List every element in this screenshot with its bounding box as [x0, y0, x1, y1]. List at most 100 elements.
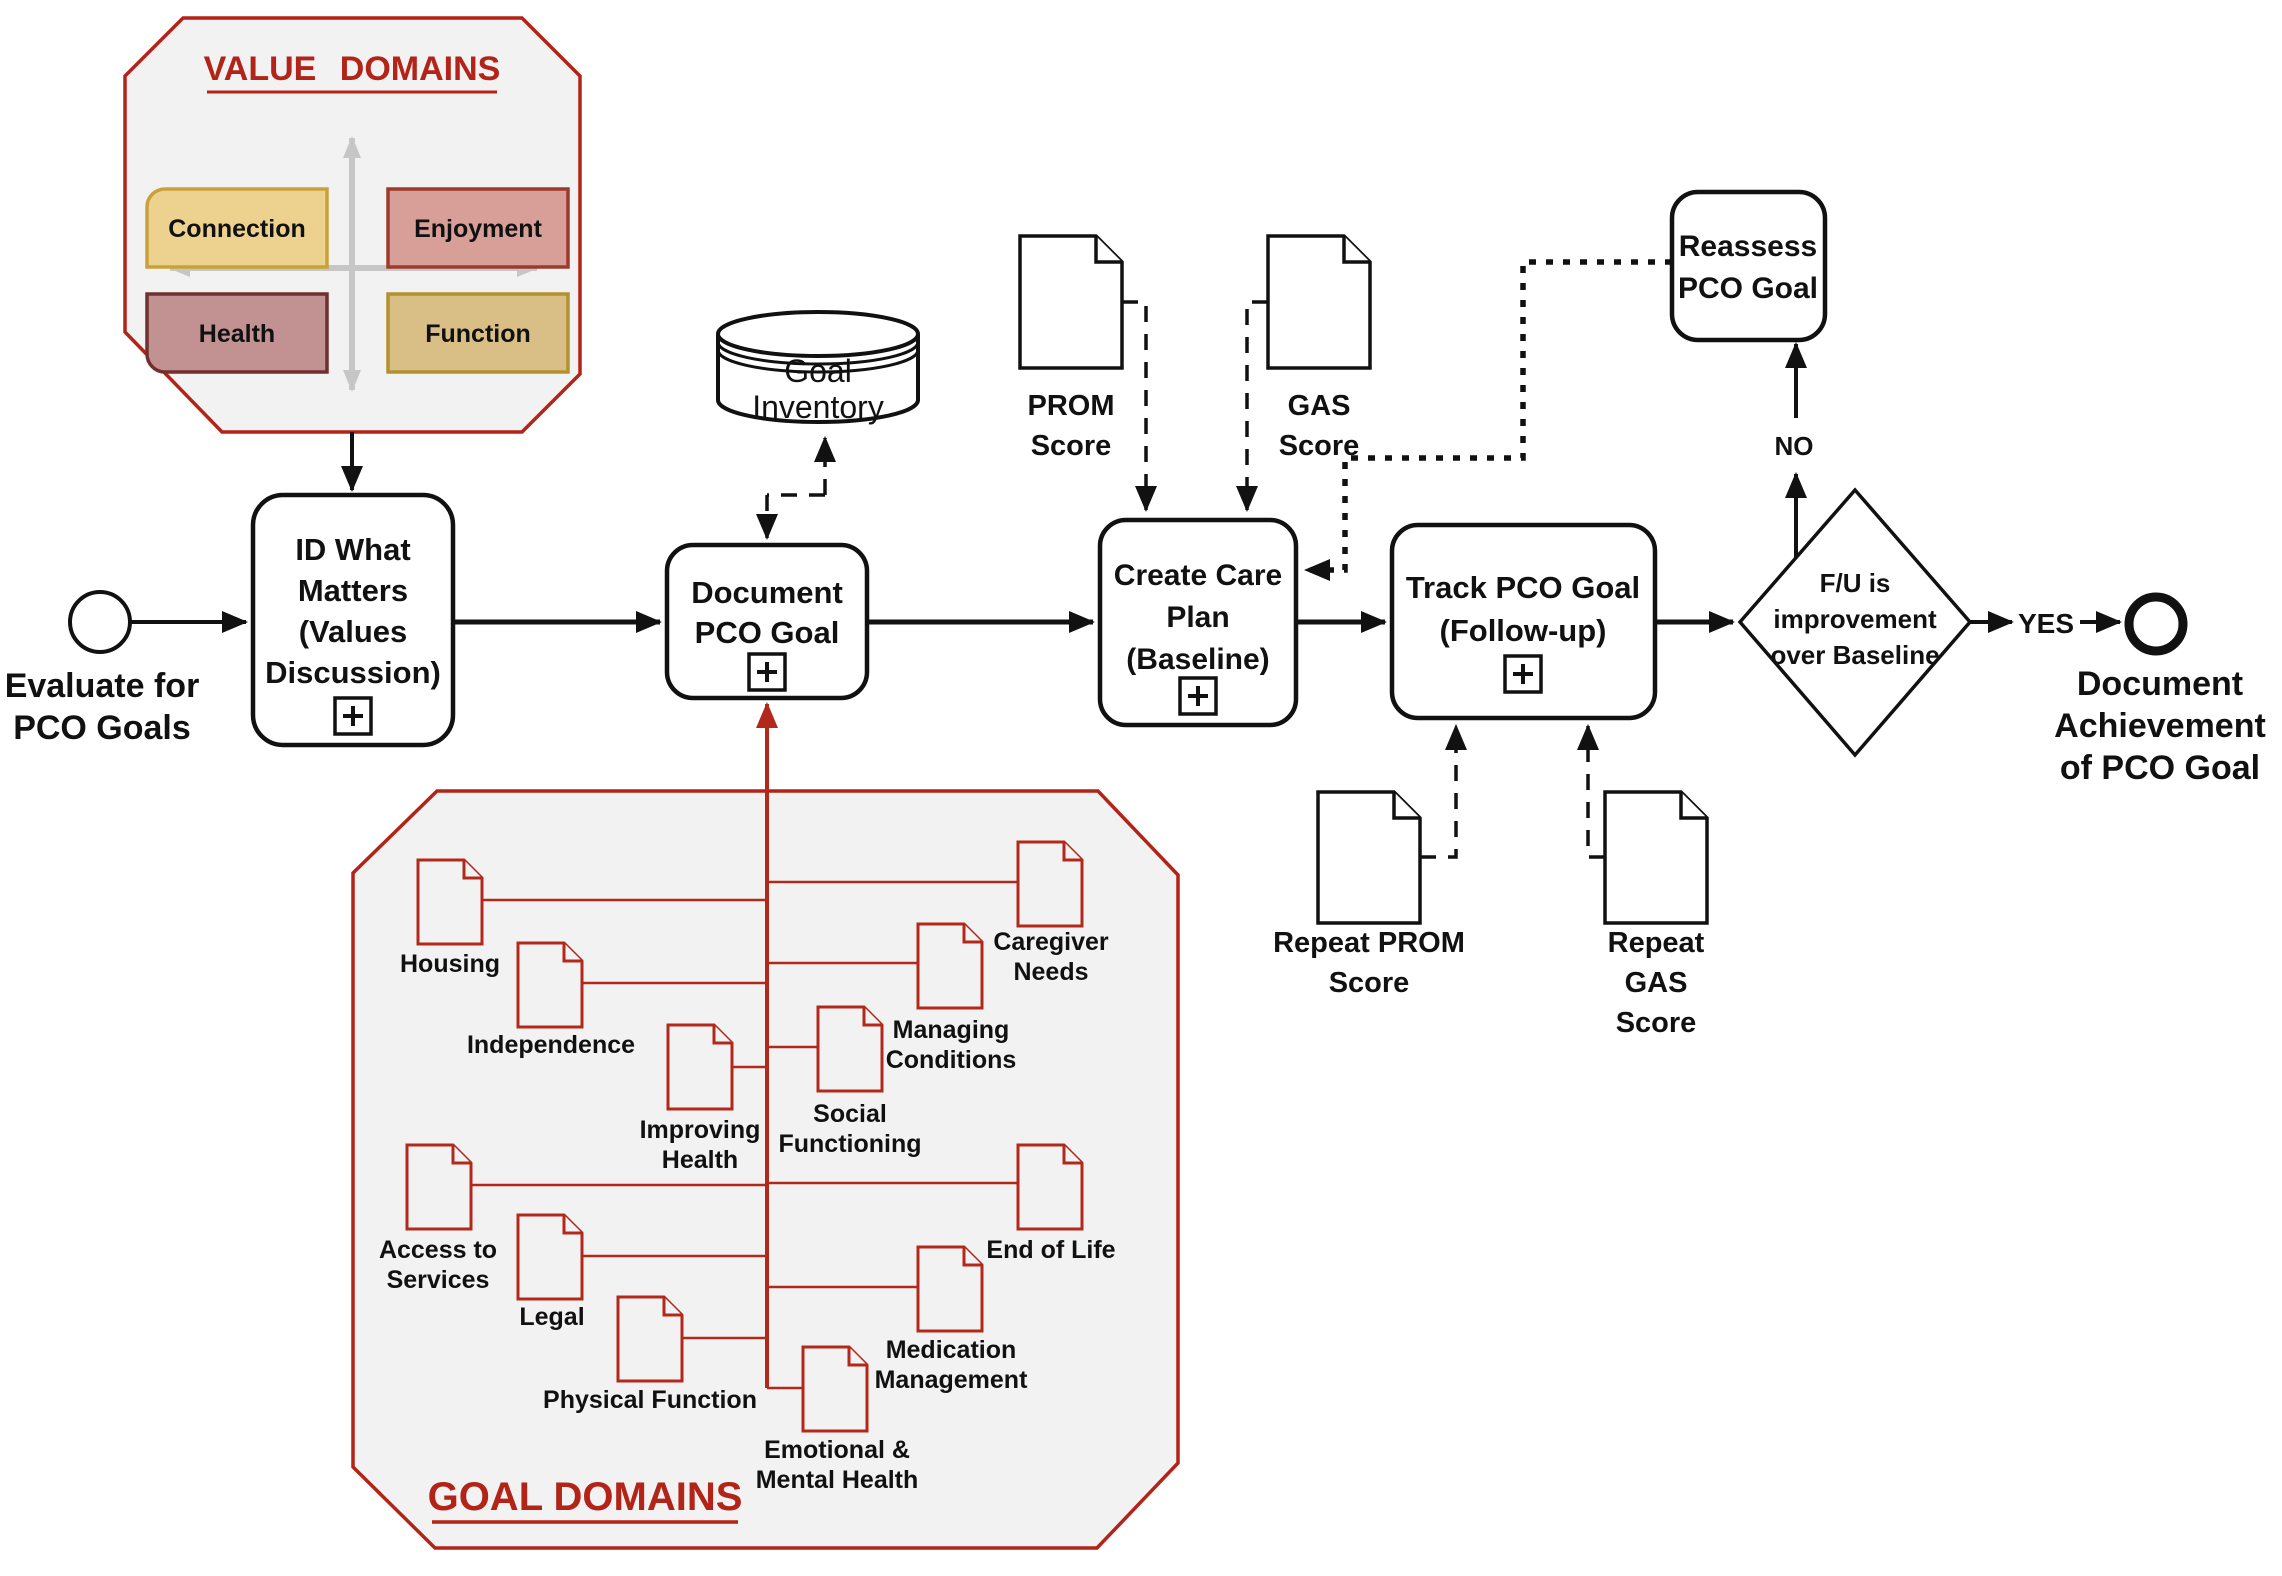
goal-doc-medication-management-label2: Management — [875, 1366, 1028, 1394]
goal-doc-medication-management-label: Medication — [886, 1336, 1017, 1364]
quadrant-connection: Connection — [145, 187, 329, 269]
task-reassess-pco-goal: Reassess PCO Goal — [1669, 189, 1828, 343]
repeat-gas-label-line3: Score — [1616, 1007, 1697, 1039]
task-document-pco-goal-line2: PCO Goal — [695, 615, 840, 650]
goal-doc-legal-label: Legal — [519, 1303, 584, 1331]
task-create-care-plan-line2: Plan — [1166, 601, 1229, 634]
quadrant-health: Health — [145, 292, 329, 374]
goal-doc-housing: Housing — [400, 858, 500, 978]
document-icon-prom-score: PROM Score — [1018, 234, 1124, 462]
document-icon-repeat-prom-score: Repeat PROM Score — [1273, 790, 1465, 999]
goal-doc-managing-conditions-label: Managing — [893, 1016, 1010, 1044]
goal-doc-access-to-services-label2: Services — [387, 1266, 490, 1294]
goal-doc-emotional-mental-health: Emotional & Mental Health — [756, 1345, 919, 1494]
dashed-repeatgas-to-track — [1577, 724, 1605, 859]
prom-score-label-line2: Score — [1031, 430, 1112, 462]
document-icon-repeat-gas-score: Repeat GAS Score — [1603, 790, 1709, 1039]
quadrant-connection-label: Connection — [168, 215, 306, 243]
gateway-improvement-decision: F/U is improvement over Baseline NO YES — [1737, 431, 2074, 758]
start-event: Evaluate for PCO Goals — [5, 590, 200, 747]
gas-score-label-line2: Score — [1279, 430, 1360, 462]
datastore-goal-inventory: Goal Inventory — [716, 310, 920, 425]
gas-score-label-line1: GAS — [1288, 390, 1351, 422]
gateway-label-line2: improvement — [1773, 604, 1937, 634]
goal-doc-caregiver-needs-label: Caregiver — [993, 928, 1109, 956]
goal-domains-panel: Housing Independence Improving Health So… — [351, 702, 1180, 1550]
task-reassess-pco-goal-line1: Reassess — [1679, 230, 1817, 263]
gateway-diamond — [1737, 487, 1973, 758]
goal-doc-physical-function-label: Physical Function — [543, 1386, 757, 1414]
quadrant-enjoyment-label: Enjoyment — [414, 215, 542, 243]
value-domains-panel: VALUE DOMAINS Connection Enjoyment Healt… — [123, 16, 582, 434]
task-id-what-matters-line1: ID What — [295, 532, 410, 567]
goal-doc-emotional-mental-health-label: Emotional & — [764, 1436, 910, 1464]
start-event-label-line1: Evaluate for — [5, 667, 200, 705]
task-track-pco-goal: Track PCO Goal (Follow-up) — [1389, 522, 1658, 721]
dashed-gas-to-createcareplan — [1236, 300, 1268, 512]
end-event-circle — [2124, 592, 2188, 656]
quadrant-health-label: Health — [199, 320, 275, 348]
start-event-label-line2: PCO Goals — [13, 709, 191, 747]
document-icon-gas-score: GAS Score — [1266, 234, 1372, 462]
datastore-label-line1: Goal — [784, 353, 852, 389]
quadrant-enjoyment: Enjoyment — [386, 187, 570, 269]
datastore-label-line2: Inventory — [752, 389, 884, 425]
repeat-prom-label-line2: Score — [1329, 967, 1410, 999]
task-reassess-pco-goal-line2: PCO Goal — [1678, 272, 1818, 305]
subprocess-plus-icon — [1503, 654, 1543, 694]
dotted-reassess-to-createcareplan — [1304, 259, 1672, 581]
goal-doc-improving-health: Improving Health — [640, 1023, 761, 1174]
gateway-label-line1: F/U is — [1820, 568, 1891, 598]
goal-doc-legal: Legal — [516, 1213, 585, 1331]
repeat-prom-label-line1: Repeat PROM — [1273, 927, 1465, 959]
goal-domains-title: GOAL DOMAINS — [428, 1475, 743, 1519]
goal-doc-independence: Independence — [467, 941, 635, 1059]
goal-doc-end-of-life: End of Life — [986, 1143, 1116, 1264]
task-id-what-matters-line2: Matters — [298, 573, 408, 608]
goal-doc-access-to-services-label: Access to — [379, 1236, 497, 1264]
goal-doc-end-of-life-label: End of Life — [986, 1236, 1115, 1264]
goal-doc-managing-conditions-label2: Conditions — [886, 1046, 1017, 1074]
task-create-care-plan: Create Care Plan (Baseline) — [1097, 517, 1299, 728]
subprocess-plus-icon — [1178, 676, 1218, 716]
goal-doc-social-functioning: Social Functioning — [778, 1005, 922, 1158]
goal-doc-access-to-services: Access to Services — [379, 1143, 497, 1294]
task-document-pco-goal-line1: Document — [691, 575, 843, 610]
goal-doc-improving-health-label2: Health — [662, 1146, 738, 1174]
subprocess-plus-icon — [333, 696, 373, 736]
gateway-label-line3: over Baseline — [1770, 640, 1939, 670]
task-track-pco-goal-line2: (Follow-up) — [1440, 613, 1607, 648]
repeat-gas-label-line1: Repeat — [1608, 927, 1705, 959]
goal-doc-independence-label: Independence — [467, 1031, 635, 1059]
prom-score-label-line1: PROM — [1028, 390, 1115, 422]
goal-doc-housing-label: Housing — [400, 950, 500, 978]
quadrant-function-label: Function — [425, 320, 531, 348]
goal-domain-branches — [470, 880, 1018, 1390]
goal-doc-social-functioning-label: Social — [813, 1100, 887, 1128]
end-event-label-line2: Achievement — [2054, 707, 2266, 745]
goal-doc-caregiver-needs: Caregiver Needs — [993, 840, 1109, 986]
task-id-what-matters-line4: Discussion) — [265, 655, 441, 690]
end-event-label-line1: Document — [2077, 665, 2243, 703]
goal-doc-medication-management: Medication Management — [875, 1245, 1028, 1394]
goal-doc-improving-health-label: Improving — [640, 1116, 761, 1144]
goal-doc-social-functioning-label2: Functioning — [778, 1130, 921, 1158]
goal-doc-caregiver-needs-label2: Needs — [1013, 958, 1088, 986]
gateway-no-label: NO — [1775, 431, 1814, 461]
goal-doc-emotional-mental-health-label2: Mental Health — [756, 1466, 919, 1494]
association-connectors — [756, 259, 1672, 859]
sequence-flow-arrows — [130, 342, 2122, 633]
end-event: Document Achievement of PCO Goal — [2054, 592, 2266, 787]
dashed-repeatprom-to-track — [1420, 724, 1467, 859]
end-event-label-line3: of PCO Goal — [2060, 749, 2260, 787]
subprocess-plus-icon — [747, 652, 787, 692]
value-domains-title: VALUE DOMAINS — [204, 50, 501, 88]
quadrant-function: Function — [386, 292, 570, 374]
goal-doc-managing-conditions: Managing Conditions — [886, 922, 1017, 1074]
task-id-what-matters-line3: (Values — [299, 614, 408, 649]
gateway-yes-label: YES — [2018, 608, 2074, 639]
task-create-care-plan-line3: (Baseline) — [1126, 643, 1269, 676]
start-event-circle — [68, 590, 132, 654]
task-track-pco-goal-line1: Track PCO Goal — [1406, 570, 1640, 605]
